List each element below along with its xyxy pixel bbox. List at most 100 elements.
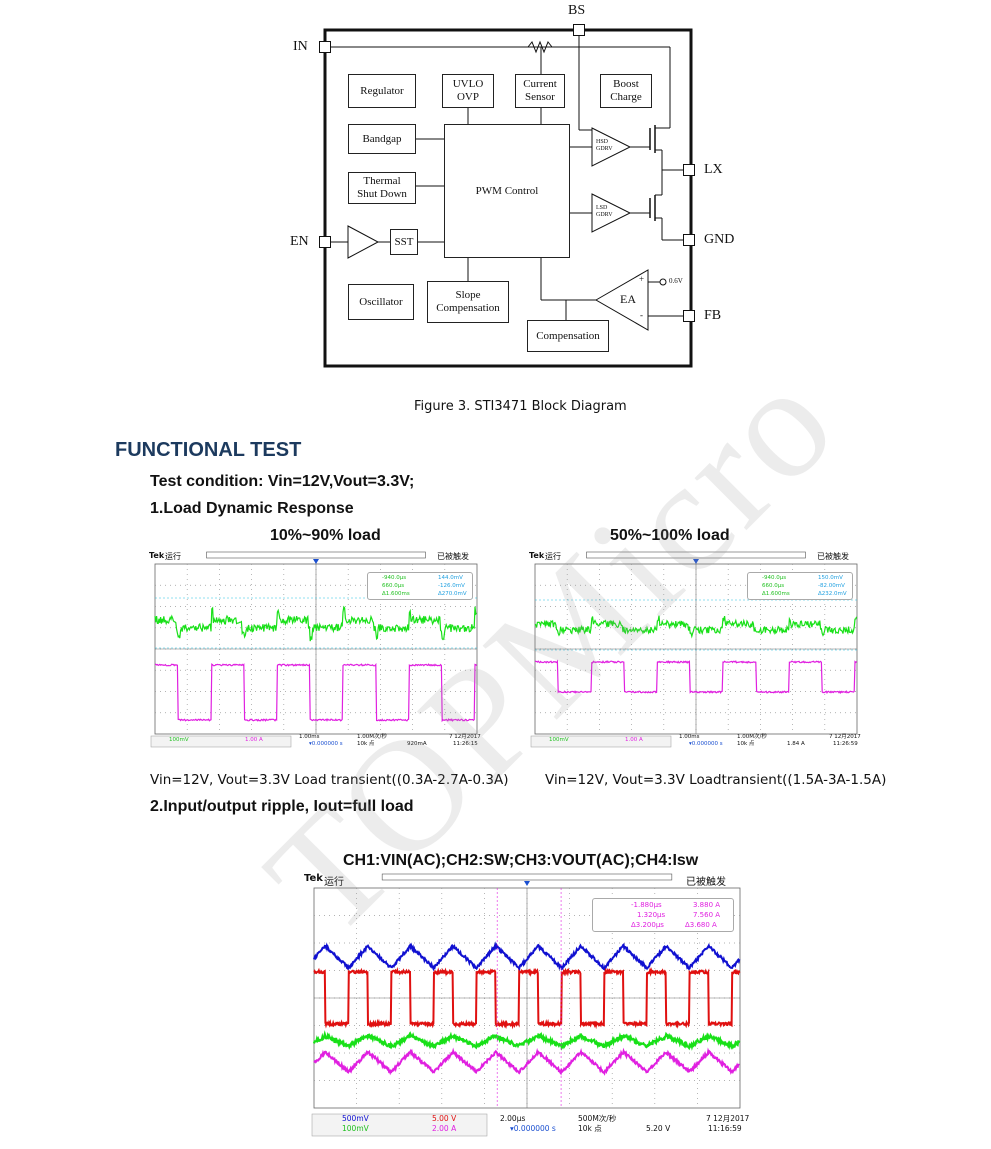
block-diagram: BS IN EN LX GND FB Regulator UVLO OVP Cu… <box>0 0 991 380</box>
scope3-ch3-scale: 100mV <box>342 1124 369 1134</box>
pin-en <box>319 236 331 248</box>
scope3-trig-val: 5.20 V <box>646 1124 670 1134</box>
scope2-status-bar: 100mV 1.00 A 1.00ms ▾0.000000 s 1.00M次/秒… <box>529 734 861 749</box>
pin-gnd-label: GND <box>704 232 734 248</box>
scope2-cursor-d-time: Δ1.600ms <box>762 590 790 598</box>
subsection-ripple: 2.Input/output ripple, Iout=full load <box>150 798 414 816</box>
pin-in-label: IN <box>293 39 308 55</box>
scope3-offset: ▾0.000000 s <box>510 1124 556 1134</box>
scope1-cursor-b-val: -126.0mV <box>438 582 465 590</box>
scope3-cursor-d-val: Δ3.680 A <box>685 920 717 930</box>
block-vref: 0.6V <box>669 277 683 285</box>
scope3-ch1-scale: 500mV <box>342 1114 369 1124</box>
subsection-load-dynamic: 1.Load Dynamic Response <box>150 500 354 518</box>
scope3-cursor-a-time: -1.880µs <box>631 900 662 910</box>
block-oscillator: Oscillator <box>348 284 414 320</box>
scope2-trig-val: 1.84 A <box>787 741 805 748</box>
scope1-cursor-box: -940.0µs 144.0mV 660.0µs -126.0mV Δ1.600… <box>367 572 473 600</box>
scope3-status-bar: 500mV 100mV 5.00 V 2.00 A 2.00µs ▾0.0000… <box>304 1112 755 1134</box>
scope3: Tek 运行 已被触发 -1.880µs 3.880 A 1.320µs 7.5… <box>302 872 757 1140</box>
scope2-cursor-box: -940.0µs 150.0mV 660.0µs -82.00mV Δ1.600… <box>747 572 853 600</box>
scope1-rate: 1.00M次/秒 <box>357 734 387 741</box>
scope1-ch4-scale: 1.00 A <box>245 737 263 744</box>
scope1-time: 11:26:15 <box>453 741 478 748</box>
scope1-tek: Tek <box>149 551 164 560</box>
scope2-ch1-scale: 100mV <box>549 737 569 744</box>
scope3-cursor-box: -1.880µs 3.880 A 1.320µs 7.560 A Δ3.200µ… <box>592 898 734 932</box>
pin-in <box>319 41 331 53</box>
pin-fb-label: FB <box>704 308 721 324</box>
scope2-cursor-d-val: Δ232.0mV <box>818 590 847 598</box>
scope2-offset: ▾0.000000 s <box>689 741 723 748</box>
block-ea-minus: - <box>640 310 643 320</box>
scope1-cursor-a-time: -940.0µs <box>382 574 406 582</box>
scope3-cursor-b-time: 1.320µs <box>637 910 665 920</box>
scope3-timebase: 2.00µs <box>500 1114 525 1124</box>
scope1-cursor-d-time: Δ1.600ms <box>382 590 410 598</box>
block-ea-label: EA <box>620 292 636 307</box>
block-pwm-control: PWM Control <box>444 124 570 258</box>
figure-caption: Figure 3. STI3471 Block Diagram <box>414 399 627 414</box>
scope2-cursor-a-time: -940.0µs <box>762 574 786 582</box>
scope2-record-bar <box>587 552 806 558</box>
block-hsd: HSD GDRV <box>596 139 613 153</box>
scope1-timebase: 1.00ms <box>299 734 319 741</box>
block-sst: SST <box>390 229 418 255</box>
scope1-trig-val: 920mA <box>407 741 427 748</box>
scope1-status-bar: 100mV 1.00 A 1.00ms ▾0.000000 s 1.00M次/秒… <box>149 734 481 749</box>
block-thermal: Thermal Shut Down <box>348 172 416 204</box>
scope2-tek: Tek <box>529 551 544 560</box>
block-bandgap: Bandgap <box>348 124 416 154</box>
block-boost-charge: Boost Charge <box>600 74 652 108</box>
scope2-pts: 10k 点 <box>737 741 754 748</box>
block-regulator: Regulator <box>348 74 416 108</box>
scope1-ch1-scale: 100mV <box>169 737 189 744</box>
scope2-cursor-b-time: 660.0µs <box>762 582 784 590</box>
scope1-caption: Vin=12V, Vout=3.3V Load transient((0.3A-… <box>150 772 509 788</box>
scope3-tek: Tek <box>304 873 323 884</box>
block-compensation: Compensation <box>527 320 609 352</box>
scope2-rate: 1.00M次/秒 <box>737 734 767 741</box>
scope1-offset: ▾0.000000 s <box>309 741 343 748</box>
scope2-timebase: 1.00ms <box>679 734 699 741</box>
scope3-time: 11:16:59 <box>708 1124 742 1134</box>
block-current-sensor: Current Sensor <box>515 74 565 108</box>
scope3-record-bar <box>382 874 672 880</box>
scope1-cursor-b-time: 660.0µs <box>382 582 404 590</box>
scope1-cursor-d-val: Δ270.0mV <box>438 590 467 598</box>
block-uvlo: UVLO OVP <box>442 74 494 108</box>
scope1-date: 7 12月2017 <box>449 734 481 741</box>
pin-gnd <box>683 234 695 246</box>
scope1-record-bar <box>207 552 426 558</box>
scope3-rate: 500M次/秒 <box>578 1114 616 1124</box>
pin-bs <box>573 24 585 36</box>
pin-fb <box>683 310 695 322</box>
scope3-cursor-b-val: 7.560 A <box>693 910 720 920</box>
scope1-pts: 10k 点 <box>357 741 374 748</box>
pin-bs-label: BS <box>568 3 585 19</box>
scope2-date: 7 12月2017 <box>829 734 861 741</box>
block-lsd: LSD GDRV <box>596 205 613 219</box>
scope3-ch2-scale: 5.00 V <box>432 1114 456 1124</box>
scope3-cursor-a-val: 3.880 A <box>693 900 720 910</box>
section-title: FUNCTIONAL TEST <box>115 439 301 462</box>
scope2: Tek 运行 已被触发 -940.0µs 150.0mV 660.0µs -82… <box>527 550 863 750</box>
block-slope-compensation: Slope Compensation <box>427 281 509 323</box>
pin-lx <box>683 164 695 176</box>
pin-lx-label: LX <box>704 162 723 178</box>
test-condition: Test condition: Vin=12V,Vout=3.3V; <box>150 473 414 491</box>
scope3-cursor-d-time: Δ3.200µs <box>631 920 664 930</box>
scope2-ch4-scale: 1.00 A <box>625 737 643 744</box>
scope2-cursor-b-val: -82.00mV <box>818 582 845 590</box>
pin-en-label: EN <box>290 234 309 250</box>
scope2-title: 50%~100% load <box>610 527 730 545</box>
scope2-cursor-a-val: 150.0mV <box>818 574 843 582</box>
scope3-pts: 10k 点 <box>578 1124 602 1134</box>
scope2-caption: Vin=12V, Vout=3.3V Loadtransient((1.5A-3… <box>545 772 886 788</box>
scope2-run: 运行 <box>545 551 561 562</box>
scope1: Tek 运行 已被触发 -940.0µs 144.0mV 660.0µs -12… <box>147 550 483 750</box>
scope2-time: 11:26:59 <box>833 741 858 748</box>
scope1-title: 10%~90% load <box>270 527 381 545</box>
scope3-trig-state: 已被触发 <box>686 873 726 888</box>
scope1-trig-state: 已被触发 <box>437 551 469 562</box>
